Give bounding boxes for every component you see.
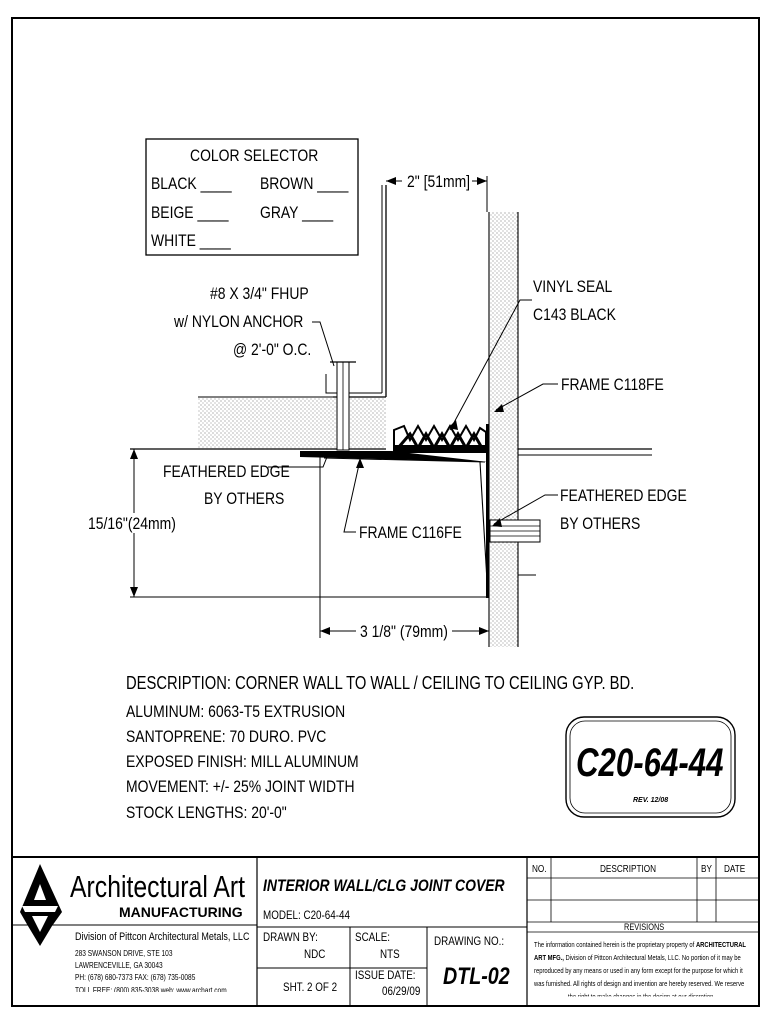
callout-feathered-edge-left-1: FEATHERED EDGE [163, 462, 290, 481]
proprietary-notice-line3: reproduced by any means or used in any f… [534, 966, 743, 975]
drawing-sheet [11, 17, 760, 1007]
spec-movement: MOVEMENT: +/- 25% JOINT WIDTH [126, 777, 355, 796]
proprietary-notice-line2: ART MFG., Division of Pittcon Architectu… [534, 954, 741, 962]
revision-col-no: NO. [532, 864, 547, 875]
scale-value: NTS [380, 947, 400, 961]
spec-finish: EXPOSED FINISH: MILL ALUMINUM [126, 752, 359, 771]
company-toll-free-web: TOLL FREE: (800) 835-3038 web: www.archa… [75, 986, 227, 995]
dimension-width-bottom: 3 1/8" (79mm) [360, 622, 448, 641]
spec-santoprene: SANTOPRENE: 70 DURO. PVC [126, 727, 327, 746]
proprietary-notice-line1: The information contained herein is the … [534, 941, 746, 949]
callout-fastener-line3: @ 2'-0" O.C. [233, 340, 312, 359]
company-division: Division of Pittcon Architectural Metals… [75, 931, 250, 943]
revision-col-date: DATE [724, 864, 746, 875]
part-number-box [565, 716, 736, 818]
proprietary-notice-line5: the right to make changes in the design … [568, 992, 715, 1001]
callout-fastener-line1: #8 X 3/4" FHUP [210, 284, 309, 303]
drawn-by-label: DRAWN BY: [263, 930, 318, 944]
frame-c118fe [486, 424, 489, 598]
color-option-beige: BEIGE ____ [151, 203, 229, 222]
issue-date-value: 06/29/09 [382, 984, 421, 998]
part-number: C20-64-44 [576, 741, 724, 785]
callout-frame-c118fe: FRAME C118FE [561, 375, 664, 394]
part-revision: REV. 12/08 [633, 797, 669, 804]
company-name: Architectural Art [70, 869, 246, 904]
revision-col-by: BY [701, 864, 712, 875]
color-option-gray: GRAY ____ [260, 203, 334, 222]
callout-vinyl-seal-line2: C143 BLACK [533, 305, 616, 324]
color-option-black: BLACK ____ [151, 174, 232, 193]
revisions-label: REVISIONS [624, 922, 665, 932]
sheet-number: SHT. 2 OF 2 [283, 980, 338, 994]
color-selector-box [145, 138, 359, 256]
notice-text-1: The information contained herein is the … [534, 940, 696, 949]
callout-feathered-edge-left-2: BY OTHERS [204, 489, 285, 508]
color-selector-title: COLOR SELECTOR [190, 146, 319, 165]
left-gypsum-board [198, 397, 386, 449]
notice-company-1: ARCHITECTURAL [695, 940, 747, 949]
revision-col-description: DESCRIPTION [600, 864, 657, 875]
callout-frame-c116fe: FRAME C116FE [359, 523, 462, 542]
spec-description: DESCRIPTION: CORNER WALL TO WALL / CEILI… [126, 673, 635, 693]
callout-vinyl-seal-line1: VINYL SEAL [533, 277, 613, 296]
company-address-1: 283 SWANSON DRIVE, STE 103 [75, 949, 173, 958]
dimension-width-top: 2" [51mm] [407, 172, 471, 191]
drawing-title: INTERIOR WALL/CLG JOINT COVER [263, 876, 505, 895]
drawing-number-label: DRAWING NO.: [434, 934, 505, 948]
architectural-art-logo [20, 864, 62, 946]
dimension-depth: 15/16"(24mm) [88, 514, 176, 533]
callout-feathered-edge-right-1: FEATHERED EDGE [560, 486, 687, 505]
company-subtitle: MANUFACTURING [119, 904, 243, 920]
notice-text-2: Division of Pittcon Architectural Metals… [563, 953, 741, 962]
color-option-brown: BROWN ____ [260, 174, 349, 193]
company-phone: PH: (678) 680-7373 FAX: (678) 735-0085 [75, 973, 196, 982]
issue-date-label: ISSUE DATE: [355, 968, 416, 982]
proprietary-notice-line4: was furnished. All rights of design and … [534, 979, 745, 988]
callout-fastener-line2: w/ NYLON ANCHOR [174, 312, 304, 331]
frame-c116fe [300, 451, 488, 462]
drawn-by-value: NDC [304, 947, 326, 961]
right-wall-board [489, 212, 518, 647]
notice-company-2: ART MFG., [534, 953, 564, 962]
color-option-white: WHITE ____ [151, 231, 231, 250]
drawing-model: MODEL: C20-64-44 [263, 908, 350, 922]
drawing-number: DTL-02 [443, 963, 510, 990]
company-address-2: LAWRENCEVILLE, GA 30043 [75, 961, 163, 970]
spec-aluminum: ALUMINUM: 6063-T5 EXTRUSION [126, 702, 346, 721]
scale-label: SCALE: [355, 930, 391, 944]
callout-feathered-edge-right-2: BY OTHERS [560, 514, 641, 533]
spec-stock-lengths: STOCK LENGTHS: 20'-0" [126, 803, 287, 822]
